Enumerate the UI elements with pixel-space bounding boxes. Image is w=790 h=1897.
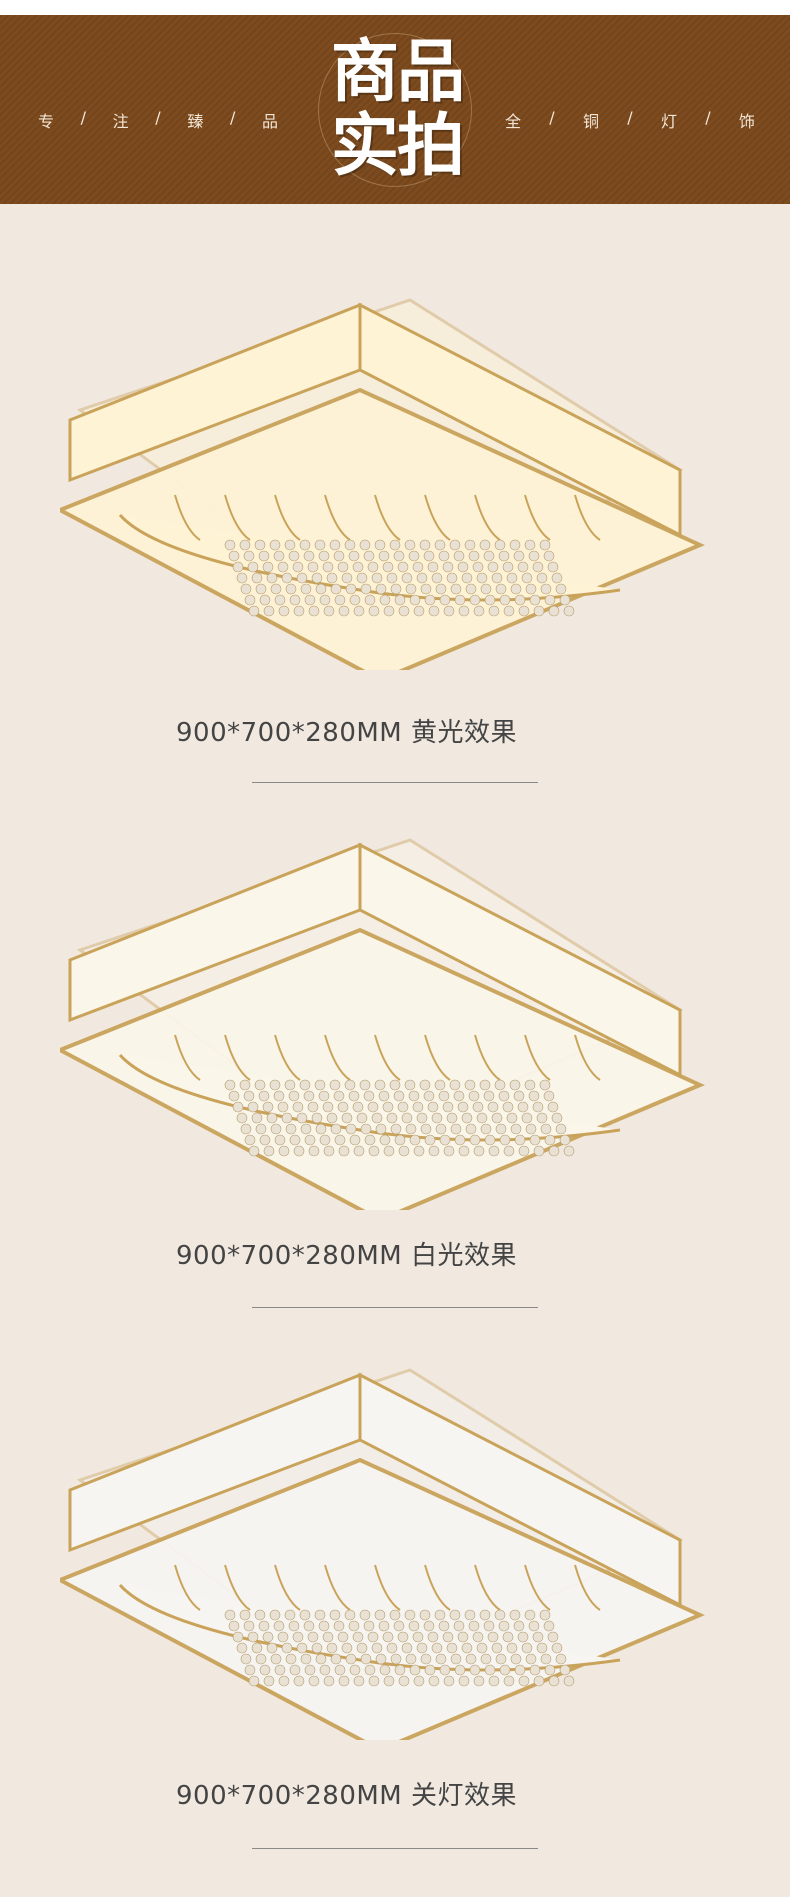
slogan-char: 专 [38,112,55,131]
banner-title: 商品 实拍 [312,35,482,183]
slogan-char: 铜 [582,112,599,131]
slogan-char: 灯 [660,112,677,131]
slogan-sep: / [549,108,555,127]
slogan-char: 臻 [187,112,204,131]
title-line-2: 实拍 [330,106,465,186]
slogan-char: 全 [505,112,522,131]
chandelier-photo [60,298,705,670]
product-caption: 900*700*280MM 黄光效果 [176,718,518,748]
slogan-char: 品 [261,112,278,131]
divider-line [252,782,538,783]
slogan-char: 饰 [738,112,755,131]
product-caption: 900*700*280MM 关灯效果 [176,1781,518,1811]
slogan-char: 注 [112,112,129,131]
section-banner: 商品 实拍 专 / 注 / 臻 / 品 全 / 铜 / 灯 / 饰 [0,15,790,204]
decorative-oval [318,33,472,187]
chandelier-photo [60,1368,705,1740]
slogan-sep: / [627,108,633,127]
slogan-right: 全 / 铜 / 灯 / 饰 [505,108,755,132]
slogan-sep: / [705,108,711,127]
chandelier-photo [60,838,705,1210]
slogan-left: 专 / 注 / 臻 / 品 [38,108,278,132]
slogan-sep: / [155,108,161,127]
slogan-sep: / [229,108,236,127]
top-margin [0,0,790,15]
title-line-1: 商品 [330,32,465,112]
divider-line [252,1307,538,1308]
product-caption: 900*700*280MM 白光效果 [176,1241,518,1271]
divider-line [252,1848,538,1849]
slogan-sep: / [80,108,87,127]
